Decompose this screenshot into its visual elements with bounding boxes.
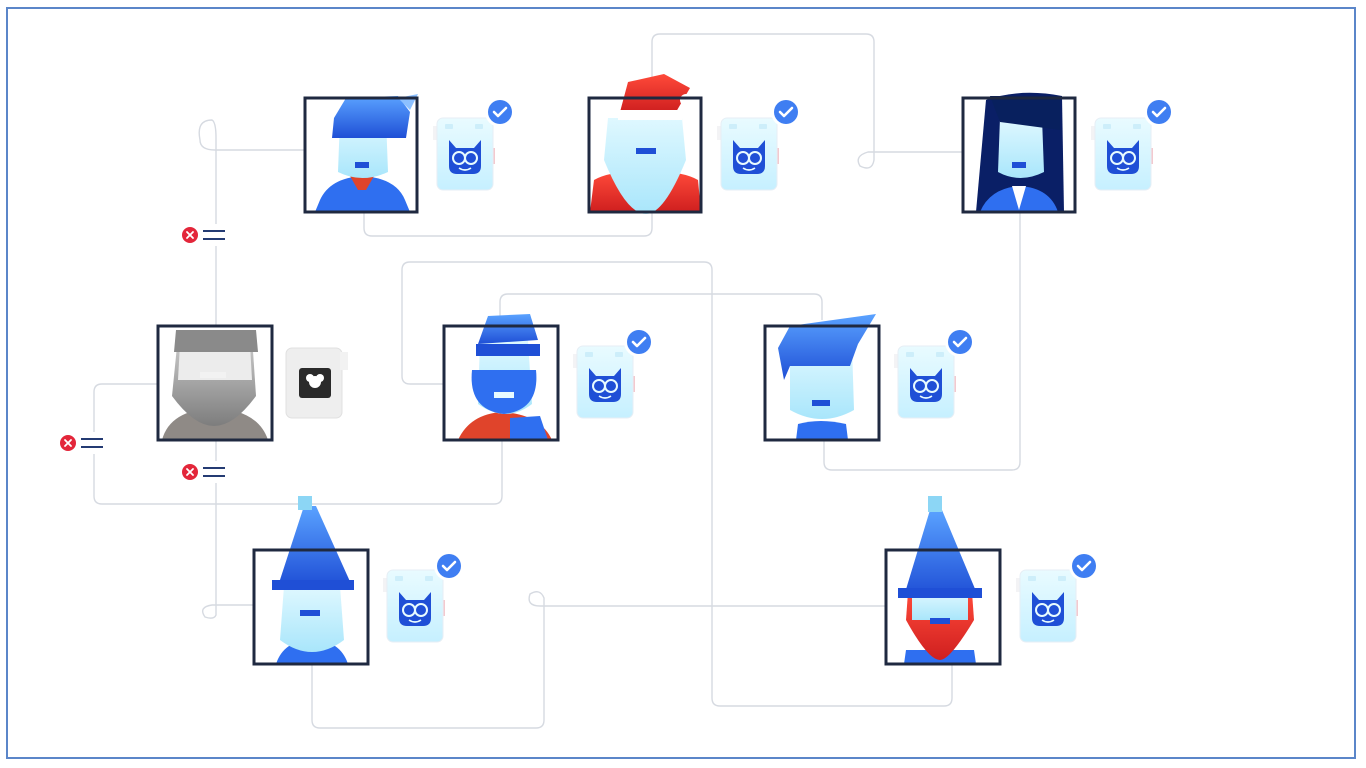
cat-glasses-icon bbox=[1090, 117, 1154, 191]
cat-glasses-icon bbox=[432, 117, 496, 191]
connection-line bbox=[93, 383, 503, 505]
check-circle-icon bbox=[943, 325, 977, 359]
broken-link-left[interactable] bbox=[56, 432, 112, 454]
diagram-frame bbox=[6, 7, 1356, 759]
santa-avatar bbox=[587, 74, 703, 214]
connection-line bbox=[823, 212, 1021, 471]
identity-node-elf-mid[interactable] bbox=[442, 314, 656, 442]
woman-avatar bbox=[961, 92, 1077, 214]
check-circle-icon bbox=[432, 549, 466, 583]
gnome-red-beard-avatar bbox=[884, 496, 1002, 666]
elf-hat-avatar bbox=[303, 94, 419, 214]
man-quiff-avatar bbox=[763, 314, 881, 442]
connection-line bbox=[401, 261, 953, 707]
check-circle-icon bbox=[622, 325, 656, 359]
connection-line bbox=[499, 293, 823, 326]
check-circle-icon bbox=[769, 95, 803, 129]
check-circle-icon bbox=[1142, 95, 1176, 129]
connection-line bbox=[311, 591, 886, 729]
check-circle-icon bbox=[1067, 549, 1101, 583]
connection-line bbox=[198, 119, 304, 619]
cat-glasses-icon bbox=[716, 117, 780, 191]
cat-glasses-icon bbox=[572, 345, 636, 419]
identity-node-santa[interactable] bbox=[587, 74, 803, 214]
bearded-man-gray-avatar bbox=[156, 324, 274, 442]
broken-link-bottom[interactable] bbox=[178, 461, 234, 483]
identity-node-gnome[interactable] bbox=[884, 496, 1101, 666]
cat-glasses-icon bbox=[893, 345, 957, 419]
identity-node-elf-top[interactable] bbox=[303, 94, 517, 214]
connection-line bbox=[363, 33, 962, 237]
identity-node-revoked[interactable] bbox=[156, 324, 348, 442]
broken-link-top[interactable] bbox=[178, 224, 234, 246]
elf-bearded-avatar bbox=[442, 314, 560, 442]
check-circle-icon bbox=[483, 95, 517, 129]
identity-node-man[interactable] bbox=[763, 314, 977, 442]
identity-node-woman[interactable] bbox=[961, 92, 1176, 214]
cat-glasses-icon bbox=[1015, 569, 1079, 643]
dark-emblem-icon bbox=[285, 347, 348, 419]
connection-lines bbox=[93, 33, 1021, 729]
identity-node-wizard[interactable] bbox=[252, 496, 466, 666]
cat-glasses-icon bbox=[382, 569, 446, 643]
wizard-avatar bbox=[252, 496, 370, 666]
